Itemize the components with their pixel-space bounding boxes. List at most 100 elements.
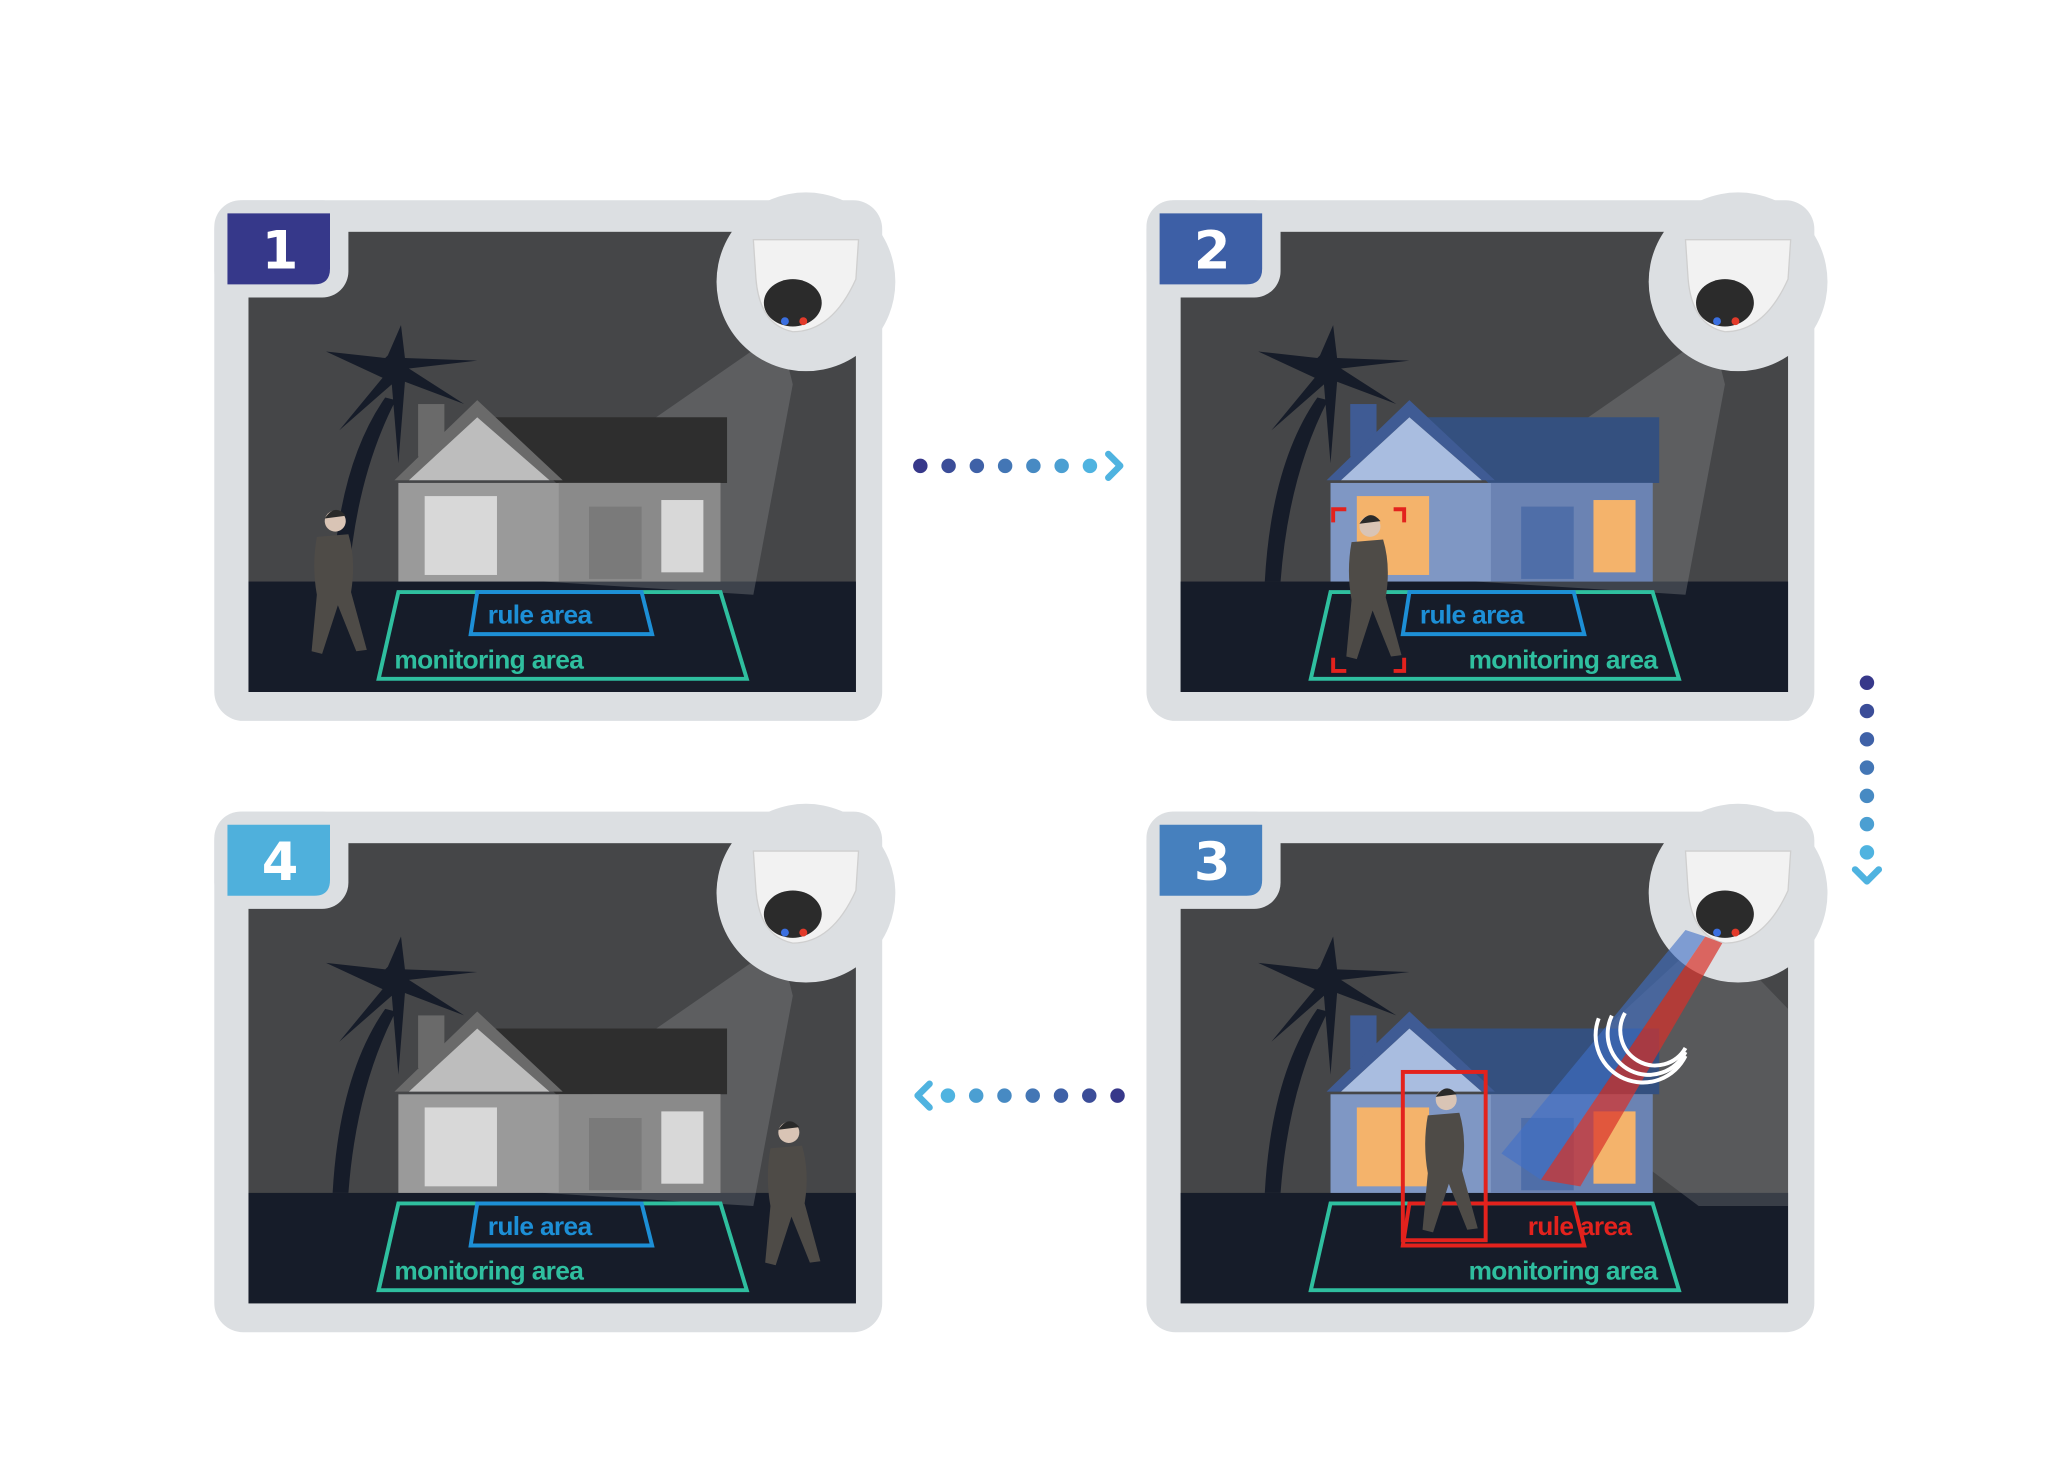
house-window-right bbox=[661, 500, 704, 573]
flow-dot bbox=[1026, 458, 1041, 474]
step-badge bbox=[227, 213, 331, 285]
dome-camera-icon bbox=[752, 850, 860, 944]
detection-corner-markers bbox=[1331, 507, 1407, 673]
flow-dot bbox=[997, 458, 1013, 474]
camera-blue-led bbox=[1713, 928, 1721, 937]
monitoring-area-label: monitoring area bbox=[1469, 644, 1659, 674]
palm-leaves bbox=[1258, 936, 1410, 1075]
palm-tree-icon bbox=[326, 936, 478, 1193]
step-badge bbox=[1159, 213, 1263, 285]
flow-dot bbox=[1054, 458, 1069, 474]
camera-red-led bbox=[799, 317, 808, 326]
step-badge bbox=[1159, 824, 1263, 896]
dome-camera-icon bbox=[752, 239, 860, 333]
light-cone bbox=[1540, 929, 1789, 1207]
flow-arrow-3-to-4 bbox=[914, 1080, 1125, 1111]
rule-area-label: rule area bbox=[1528, 1211, 1633, 1241]
person-hat bbox=[778, 1121, 800, 1130]
siren-wave-icon bbox=[1593, 1017, 1688, 1085]
monitoring-area-label: monitoring area bbox=[394, 1256, 584, 1286]
person-hat bbox=[1435, 1088, 1457, 1097]
siren-wave-icon bbox=[1618, 1012, 1688, 1068]
intruder-person bbox=[1422, 1088, 1478, 1233]
person-body bbox=[1422, 1112, 1478, 1233]
house-gable-edge bbox=[1326, 1011, 1495, 1092]
person-hat bbox=[1359, 515, 1381, 524]
palm-leaves bbox=[1258, 325, 1410, 464]
house-roof-back bbox=[490, 1028, 728, 1095]
step-number: 1 bbox=[262, 221, 299, 282]
monitoring-area-label: monitoring area bbox=[1469, 1256, 1659, 1286]
camera-blue-led bbox=[780, 928, 789, 937]
flow-dot bbox=[941, 458, 956, 474]
flow-dot bbox=[1859, 732, 1875, 747]
monitoring-area-label: monitoring area bbox=[394, 644, 584, 674]
house-gable bbox=[1341, 1028, 1482, 1092]
ground bbox=[248, 1192, 856, 1304]
step-badge bbox=[227, 824, 331, 896]
flow-dot bbox=[1053, 1088, 1069, 1103]
rule-area-zone bbox=[468, 1201, 655, 1248]
person-body bbox=[1346, 539, 1402, 660]
intruder-person bbox=[765, 1121, 821, 1266]
palm-leaves bbox=[326, 936, 478, 1075]
house-gable-edge bbox=[1326, 400, 1495, 481]
flow-dot bbox=[1859, 845, 1875, 860]
rule-area-zone bbox=[1400, 1201, 1587, 1248]
camera-blue-led bbox=[780, 317, 789, 326]
chevron-right-icon bbox=[1105, 450, 1124, 481]
rule-area-label: rule area bbox=[488, 600, 593, 630]
person-body bbox=[311, 534, 367, 654]
siren-wave-icon bbox=[1605, 1014, 1688, 1077]
house-window-right bbox=[1593, 500, 1636, 573]
house-icon bbox=[394, 400, 728, 582]
house-window-left bbox=[1356, 1107, 1430, 1187]
palm-trunk bbox=[1264, 397, 1328, 582]
flow-dot bbox=[913, 458, 928, 474]
flow-dot bbox=[1859, 760, 1875, 775]
house-window-left bbox=[424, 496, 497, 575]
flow-dot bbox=[940, 1088, 956, 1103]
house-window-right bbox=[661, 1111, 704, 1184]
flow-arrow-1-to-2 bbox=[913, 450, 1124, 481]
rule-area-zone bbox=[468, 590, 655, 637]
palm-trunk bbox=[1264, 1008, 1328, 1193]
palm-leaves bbox=[326, 325, 478, 464]
house-gable bbox=[408, 1028, 550, 1092]
alarm-blue-beam bbox=[1501, 929, 1706, 1180]
camera-lens-housing bbox=[1696, 279, 1754, 327]
detection-corners bbox=[1331, 507, 1407, 673]
camera-lens-housing bbox=[763, 279, 822, 327]
step-number: 4 bbox=[262, 832, 299, 893]
chevron-down-icon bbox=[1851, 866, 1883, 885]
panel-step-1: rule area monitoring area 1 bbox=[214, 192, 896, 721]
ground bbox=[1180, 581, 1789, 692]
flow-dot bbox=[1859, 703, 1875, 719]
flow-arrows bbox=[913, 450, 1883, 1111]
alarm-red-beam bbox=[1540, 936, 1723, 1187]
detection-box bbox=[1400, 1069, 1488, 1243]
camera-red-led bbox=[1731, 317, 1740, 326]
flow-arrow-2-to-3 bbox=[1851, 675, 1883, 885]
camera-blue-led bbox=[1713, 317, 1721, 326]
panels: rule area monitoring area 1 rule area monito… bbox=[214, 192, 1828, 1333]
house-icon bbox=[394, 1011, 728, 1193]
person-body bbox=[765, 1145, 821, 1266]
flow-dot bbox=[1082, 458, 1098, 474]
house-gable bbox=[408, 417, 550, 481]
flow-dot bbox=[1082, 1088, 1097, 1103]
flow-dot bbox=[1110, 1088, 1125, 1103]
house-window-left bbox=[424, 1107, 497, 1187]
house-roof-back bbox=[1422, 417, 1660, 483]
rule-area-label: rule area bbox=[1420, 600, 1525, 630]
intruder-person bbox=[1346, 515, 1402, 660]
flow-dot bbox=[1859, 788, 1875, 804]
palm-tree-icon bbox=[1258, 936, 1410, 1193]
camera-red-led bbox=[799, 928, 808, 937]
house-door bbox=[1521, 506, 1574, 579]
camera-lens-housing bbox=[763, 890, 822, 938]
